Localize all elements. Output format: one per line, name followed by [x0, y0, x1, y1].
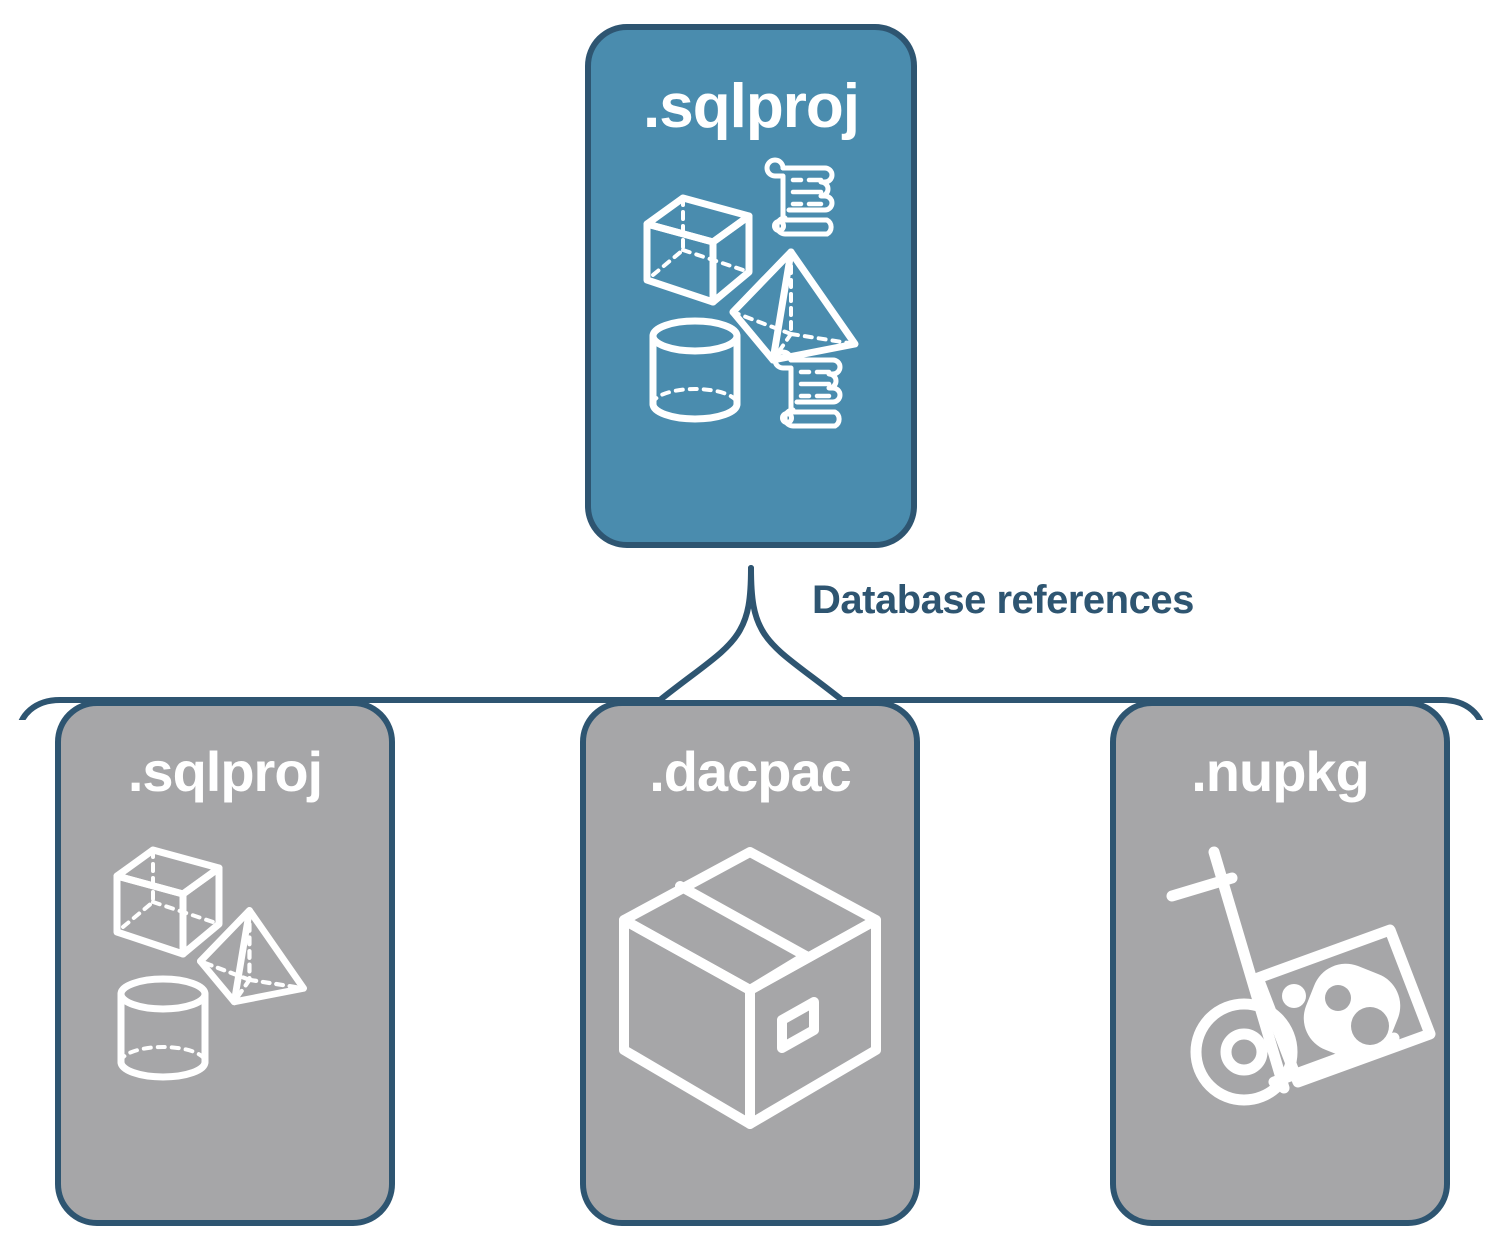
- database-references-bracket: [18, 565, 1484, 720]
- reference-card-nupkg-label: .nupkg: [1191, 740, 1370, 803]
- database-references-label: Database references: [812, 578, 1194, 622]
- reference-card-dacpac[interactable]: .dacpac: [580, 700, 920, 1226]
- wireframe-cube-icon: [113, 846, 223, 958]
- wireframe-cylinder-icon: [117, 975, 209, 1081]
- reference-card-sqlproj[interactable]: .sqlproj: [55, 700, 395, 1226]
- hand-truck-nuget-package-icon: [1166, 846, 1436, 1106]
- wireframe-pyramid-icon: [729, 248, 859, 364]
- shipping-box-icon: [619, 847, 881, 1129]
- scroll-script-icon: [764, 157, 835, 237]
- reference-card-dacpac-icons: [600, 826, 900, 1156]
- scroll-script-icon: [772, 349, 843, 429]
- wireframe-cube-icon: [643, 194, 753, 306]
- reference-card-dacpac-label: .dacpac: [649, 740, 852, 803]
- reference-card-sqlproj-icons: [75, 826, 375, 1156]
- reference-card-sqlproj-label: .sqlproj: [127, 740, 323, 803]
- sqlproj-source-card-label: .sqlproj: [643, 72, 860, 141]
- sqlproj-source-card[interactable]: .sqlproj: [585, 24, 917, 548]
- sqlproj-source-card-icons: [631, 156, 871, 446]
- reference-card-nupkg-icons: [1130, 826, 1436, 1156]
- reference-card-nupkg[interactable]: .nupkg: [1110, 700, 1450, 1226]
- wireframe-pyramid-icon: [197, 907, 307, 1006]
- wireframe-cylinder-icon: [649, 317, 741, 423]
